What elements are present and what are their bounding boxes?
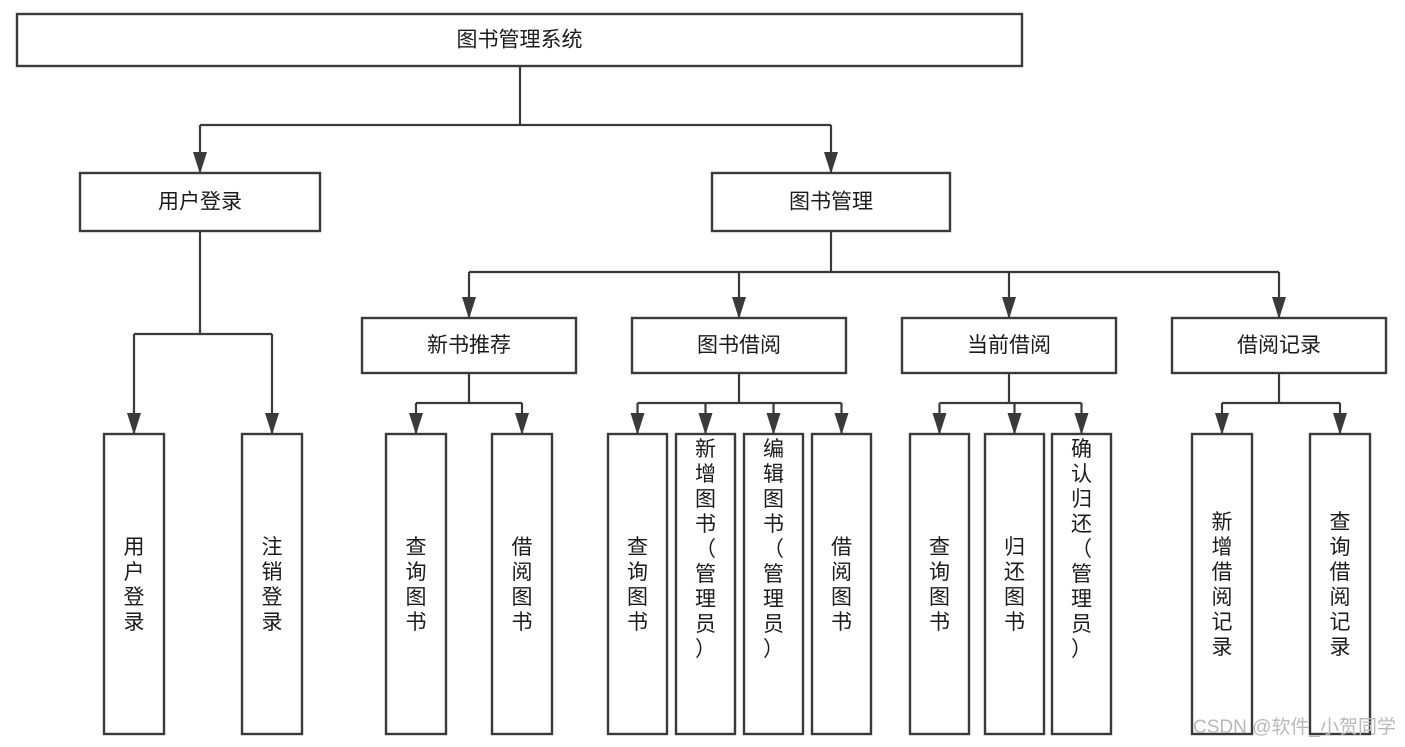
connector-userlogin-to-leaves-arrow-1 <box>265 413 279 435</box>
leaf-label: 借阅图书 <box>831 536 852 634</box>
leaf-node[interactable]: 用户登录 <box>102 432 166 736</box>
level3-box[interactable] <box>1170 316 1388 375</box>
connector-bookmgmt-to-level3-arrow-2 <box>1002 297 1016 319</box>
connector-3-to-leaves <box>1215 373 1347 435</box>
connector-bookmgmt-to-level3-arrow-3 <box>1272 297 1286 319</box>
leaf-label: 新增图书（管理员） <box>695 438 716 661</box>
leaf-node[interactable]: 查询图书 <box>606 432 669 736</box>
csdn-watermark: CSDN @软件_小贺同学 <box>1193 716 1396 738</box>
connector-0-to-leaves <box>409 373 529 435</box>
leaf-node[interactable]: 归还图书 <box>983 432 1046 736</box>
leaf-node[interactable]: 借阅图书 <box>490 432 554 736</box>
connector-3-to-leaves-arrow-1 <box>1333 413 1347 435</box>
leaf-node[interactable]: 新增借阅记录 <box>1190 432 1254 736</box>
leaf-label: 查询图书 <box>929 536 950 634</box>
connector-bookmgmt-to-level3-arrow-0 <box>462 297 476 319</box>
level2-box[interactable] <box>710 171 952 233</box>
leaf-label: 注销登录 <box>262 536 283 634</box>
leaf-node[interactable]: 注销登录 <box>240 432 304 736</box>
level3-box[interactable] <box>360 316 578 375</box>
leaf-box[interactable] <box>240 432 304 736</box>
leaf-node[interactable]: 查询图书 <box>384 432 448 736</box>
leaf-node[interactable]: 新增图书（管理员） <box>674 432 737 736</box>
connector-1-to-leaves-arrow-1 <box>698 413 713 435</box>
connector-userlogin-to-leaves-arrow-0 <box>127 413 141 435</box>
level3-node[interactable]: 当前借阅 <box>900 316 1118 375</box>
leaf-label: 新增借阅记录 <box>1212 511 1233 659</box>
boxes-layer: 图书管理系统用户登录图书管理新书推荐图书借阅当前借阅借阅记录用户登录注销登录查询… <box>15 12 1388 736</box>
leaf-label: 确认归还（管理员） <box>1071 438 1092 661</box>
leaf-node[interactable]: 查询借阅记录 <box>1308 432 1372 736</box>
connector-2-to-leaves <box>932 373 1089 435</box>
leaf-label: 查询图书 <box>406 536 427 634</box>
level2-box[interactable] <box>78 171 322 233</box>
level3-label: 当前借阅 <box>967 334 1051 357</box>
leaf-box[interactable] <box>606 432 669 736</box>
connector-0-to-leaves-arrow-0 <box>409 413 423 435</box>
leaf-node[interactable]: 借阅图书 <box>810 432 873 736</box>
leaf-label: 编辑图书（管理员） <box>763 438 784 661</box>
level3-node[interactable]: 图书借阅 <box>630 316 848 375</box>
leaf-node[interactable]: 确认归还（管理员） <box>1050 432 1113 736</box>
connector-2-to-leaves-arrow-1 <box>1007 413 1022 435</box>
connector-1-to-leaves-arrow-2 <box>766 413 781 435</box>
leaf-label: 借阅图书 <box>512 536 533 634</box>
root-box[interactable] <box>15 12 1024 68</box>
level2-label: 用户登录 <box>158 191 242 214</box>
leaf-box[interactable] <box>908 432 971 736</box>
connector-1-to-leaves-arrow-3 <box>834 413 849 435</box>
connector-2-to-leaves-arrow-2 <box>1074 413 1089 435</box>
leaf-box[interactable] <box>674 432 737 736</box>
connector-userlogin-to-leaves <box>127 231 279 435</box>
leaf-node[interactable]: 编辑图书（管理员） <box>742 432 805 736</box>
level2-label: 图书管理 <box>789 191 873 214</box>
connector-1-to-leaves-arrow-0 <box>630 413 645 435</box>
leaf-box[interactable] <box>490 432 554 736</box>
connector-bookmgmt-to-level3-arrow-1 <box>732 297 746 319</box>
leaf-box[interactable] <box>1308 432 1372 736</box>
connector-3-to-leaves-arrow-0 <box>1215 413 1229 435</box>
level3-label: 图书借阅 <box>697 334 781 357</box>
leaf-label: 用户登录 <box>124 536 145 634</box>
leaf-box[interactable] <box>983 432 1046 736</box>
connector-1-to-leaves <box>630 373 849 435</box>
leaf-box[interactable] <box>384 432 448 736</box>
level3-label: 新书推荐 <box>427 334 511 357</box>
connector-0-to-leaves-arrow-1 <box>515 413 529 435</box>
leaf-box[interactable] <box>1190 432 1254 736</box>
root-node[interactable]: 图书管理系统 <box>15 12 1024 68</box>
leaf-label: 归还图书 <box>1004 536 1025 634</box>
level2-node[interactable]: 图书管理 <box>710 171 952 233</box>
leaf-label: 查询借阅记录 <box>1330 511 1351 659</box>
root-label: 图书管理系统 <box>457 29 583 52</box>
connector-bookmgmt-to-level3 <box>462 231 1286 319</box>
connectors-layer <box>127 66 1347 435</box>
leaf-label: 查询图书 <box>627 536 648 634</box>
leaf-box[interactable] <box>1050 432 1113 736</box>
connector-2-to-leaves-arrow-0 <box>932 413 947 435</box>
connector-root-to-level2-arrow-0 <box>193 152 207 174</box>
leaf-box[interactable] <box>810 432 873 736</box>
leaf-node[interactable]: 查询图书 <box>908 432 971 736</box>
level3-node[interactable]: 借阅记录 <box>1170 316 1388 375</box>
connector-root-to-level2-arrow-1 <box>824 152 838 174</box>
level2-node[interactable]: 用户登录 <box>78 171 322 233</box>
level3-label: 借阅记录 <box>1237 334 1321 357</box>
level3-box[interactable] <box>630 316 848 375</box>
level3-node[interactable]: 新书推荐 <box>360 316 578 375</box>
connector-root-to-level2 <box>193 66 838 174</box>
leaf-box[interactable] <box>102 432 166 736</box>
leaf-box[interactable] <box>742 432 805 736</box>
level3-box[interactable] <box>900 316 1118 375</box>
